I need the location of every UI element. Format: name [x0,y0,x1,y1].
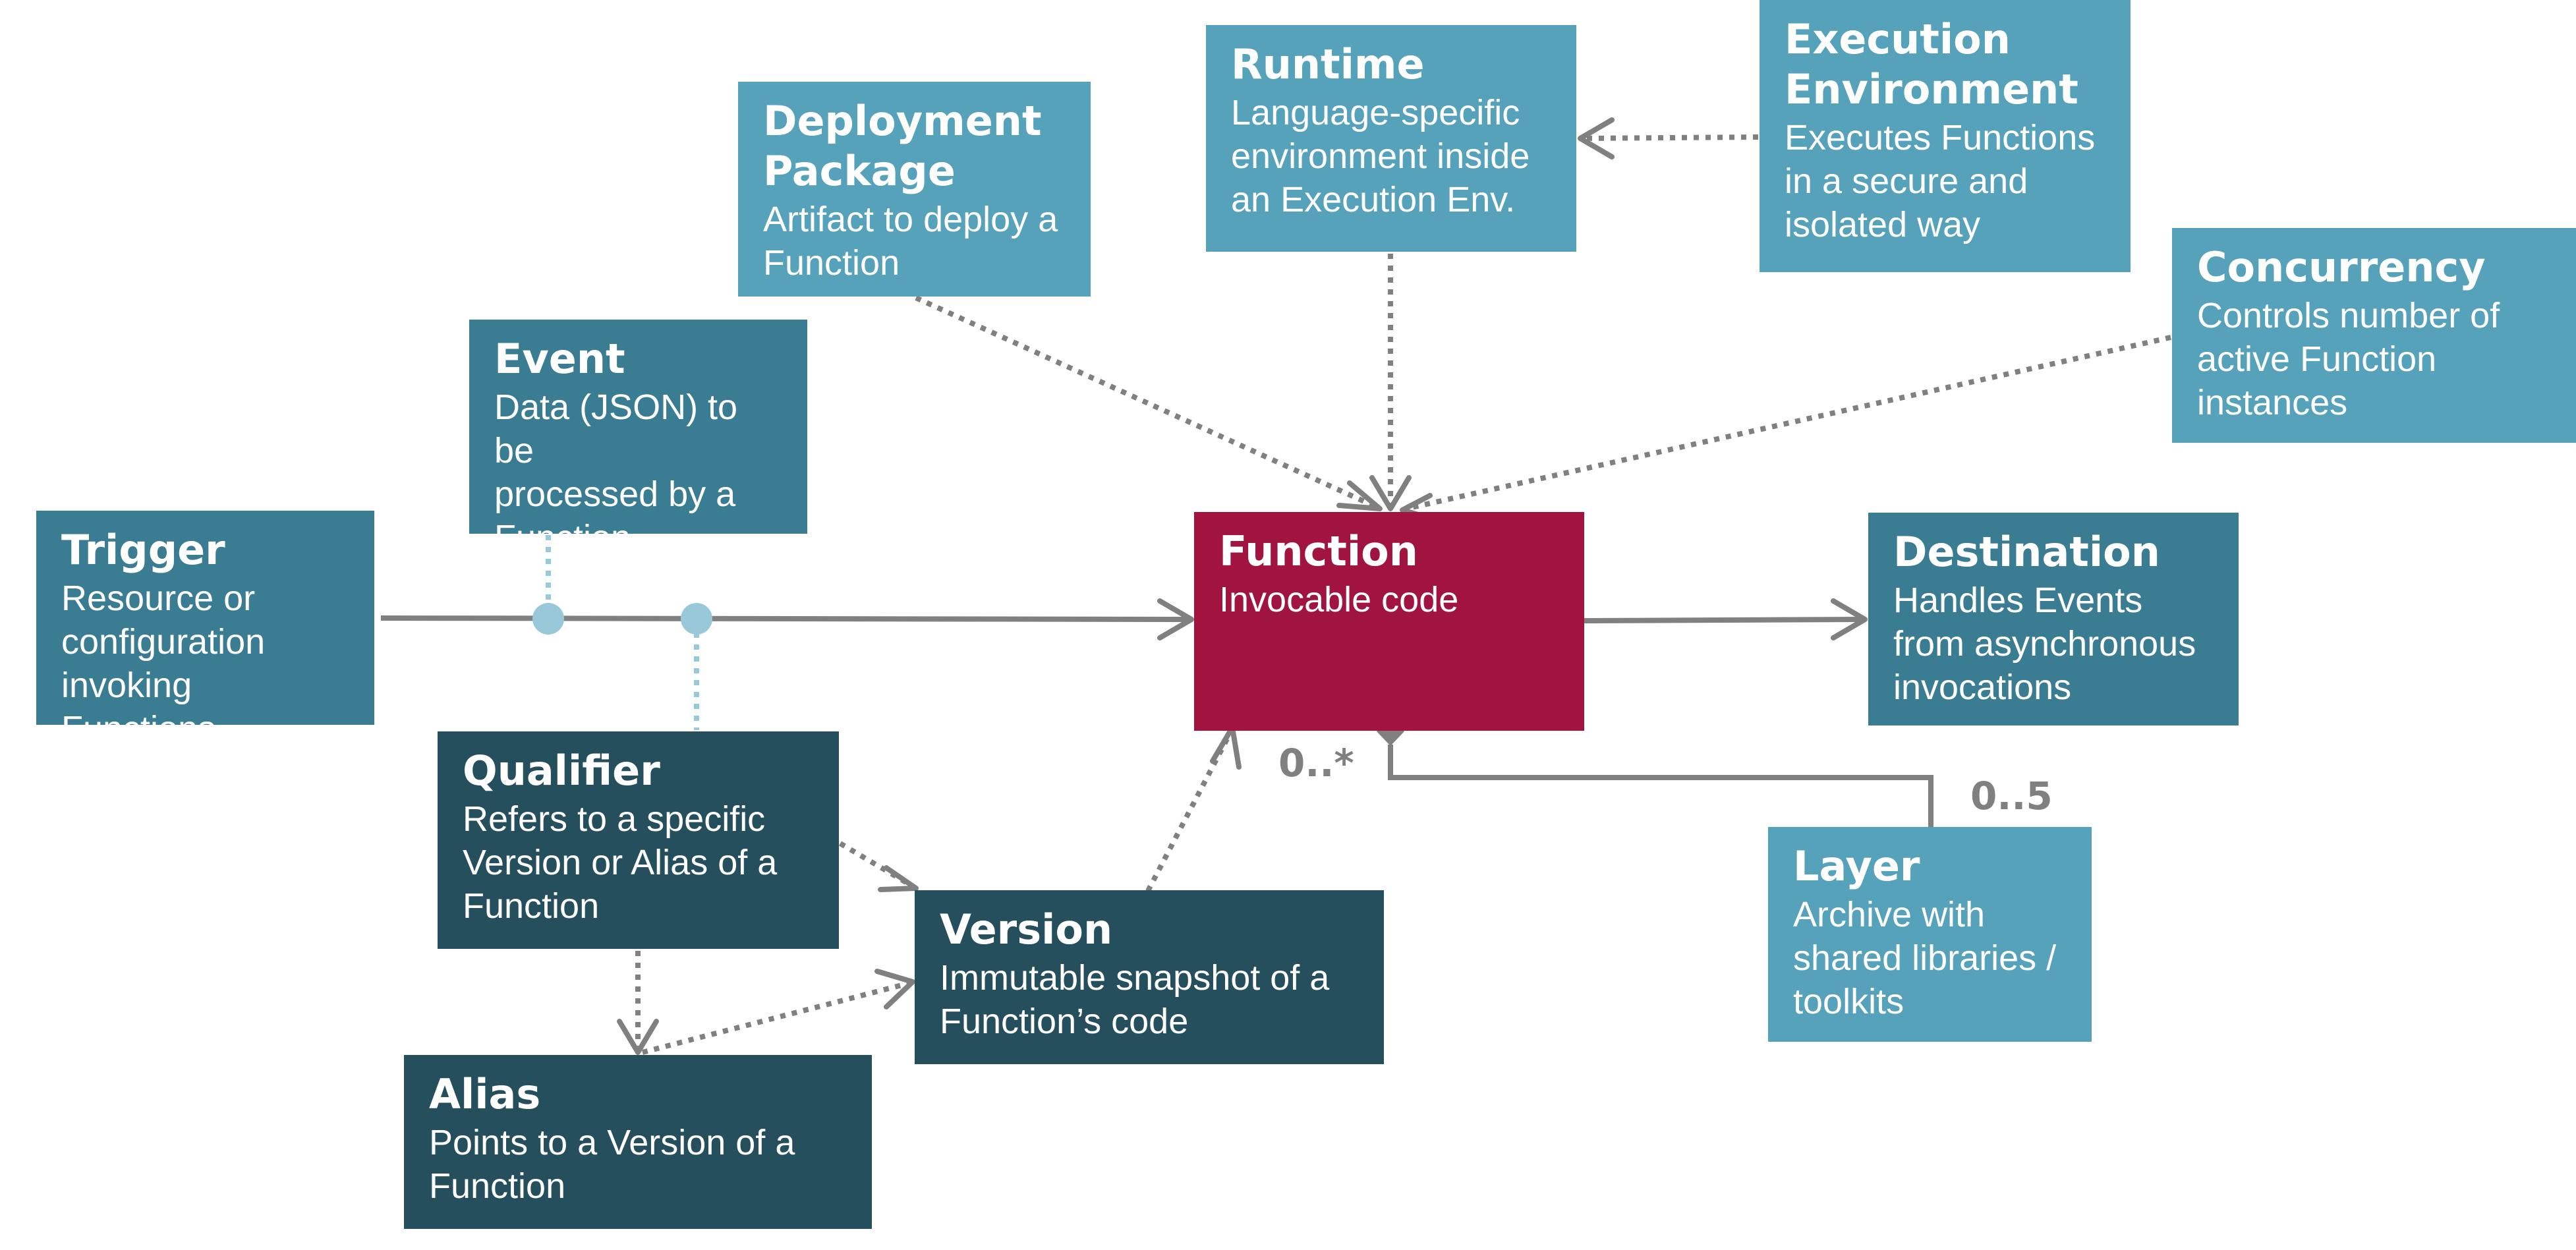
arrowhead-deployment-function [1336,480,1383,511]
node-destination-desc: Handles Events from asynchronous invocat… [1893,581,2196,707]
edge-deployment-function [915,295,1379,510]
node-qualifier-title: Qualifier [463,747,660,795]
node-destination-title: Destination [1893,528,2160,576]
node-version-title: Version [940,905,1113,953]
multiplicity-layer: 0..5 [1970,774,2053,818]
node-qualifier: Qualifier Refers to a specific Version o… [438,731,839,949]
arrowhead-qualifier-alias [617,1019,659,1055]
event-link-dot [532,603,564,635]
node-layer: Layer Archive with shared libraries / to… [1768,827,2092,1042]
node-qualifier-desc: Refers to a specific Version or Alias of… [463,799,778,926]
node-event: Event Data (JSON) to be processed by a F… [469,320,807,534]
arrowhead-trigger-function [1157,598,1194,640]
node-deployment-package: Deployment Package Artifact to deploy a … [738,82,1091,297]
node-layer-desc: Archive with shared libraries / toolkits [1793,895,2057,1021]
edge-qualifier-version [838,841,915,889]
node-execution-environment-title: Execution Environment [1785,15,2078,113]
node-concurrency-title: Concurrency [2197,243,2486,291]
node-function: Function Invocable code [1194,512,1584,731]
node-layer-title: Layer [1793,842,1920,890]
edge-concurrency-function [1406,335,2171,511]
node-version-desc: Immutable snapshot of a Function’s code [940,958,1330,1041]
arrowhead-execution-runtime [1578,117,1615,159]
edge-alias-version [641,980,911,1055]
node-runtime-desc: Language-specific environment inside an … [1231,93,1530,219]
edge-layer-function [1388,745,1933,827]
node-runtime: Runtime Language-specific environment in… [1206,25,1576,252]
node-event-title: Event [494,335,625,383]
node-alias: Alias Points to a Version of a Function [404,1055,872,1229]
node-execution-environment-desc: Executes Functions in a secure and isola… [1785,118,2096,244]
node-runtime-title: Runtime [1231,40,1425,88]
node-function-desc: Invocable code [1219,580,1459,619]
node-alias-desc: Points to a Version of a Function [429,1123,795,1206]
node-alias-title: Alias [429,1070,541,1118]
node-destination: Destination Handles Events from asynchro… [1868,513,2239,725]
node-event-desc: Data (JSON) to be processed by a Functio… [494,387,738,534]
arrowhead-runtime-function [1369,475,1412,511]
node-deployment-package-desc: Artifact to deploy a Function [763,200,1058,283]
node-version: Version Immutable snapshot of a Function… [915,890,1384,1064]
node-trigger: Trigger Resource or configuration invoki… [36,511,374,725]
multiplicity-function: 0..* [1278,741,1354,785]
node-function-title: Function [1219,527,1418,575]
edge-execution-runtime [1582,134,1759,141]
node-execution-environment: Execution Environment Executes Functions… [1760,0,2131,272]
node-trigger-desc: Resource or configuration invoking Funct… [61,579,266,725]
edge-trigger-function [380,615,1190,622]
edge-function-destination [1584,617,1864,623]
node-concurrency-desc: Controls number of active Function insta… [2197,296,2500,422]
arrowhead-qualifier-version [878,865,919,892]
arrowhead-function-destination [1831,598,1868,640]
node-trigger-title: Trigger [61,526,225,574]
arrowhead-alias-version [874,969,915,1009]
node-deployment-package-title: Deployment Package [763,97,1042,195]
qualifier-link-dot [681,603,712,635]
node-concurrency: Concurrency Controls number of active Fu… [2172,228,2576,443]
